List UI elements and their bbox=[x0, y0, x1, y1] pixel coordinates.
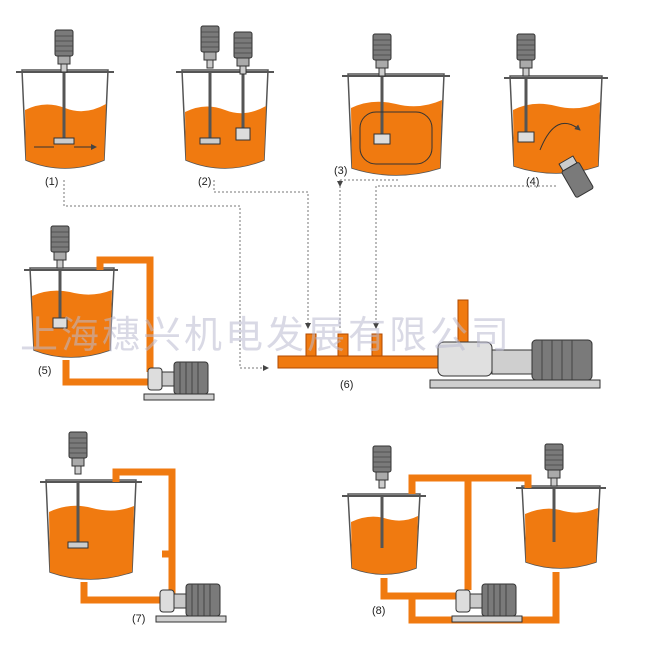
label-setup-1: (1) bbox=[45, 176, 58, 188]
label-setup-2: (2) bbox=[198, 176, 211, 188]
label-setup-7: (7) bbox=[132, 613, 145, 625]
setup-7-tank bbox=[40, 431, 227, 623]
label-setup-4: (4) bbox=[526, 176, 539, 188]
setup-8-dual-tank bbox=[342, 443, 606, 624]
dotted-connectors bbox=[63, 179, 556, 371]
label-setup-3: (3) bbox=[334, 165, 347, 177]
setup-4-tank bbox=[504, 33, 608, 198]
setup-1-tank bbox=[16, 29, 114, 169]
setup-3-tank bbox=[342, 33, 450, 176]
setup-5-tank bbox=[24, 225, 215, 401]
label-setup-8: (8) bbox=[372, 605, 385, 617]
company-watermark: 上海穗兴机电发展有限公司 bbox=[20, 313, 512, 357]
setup-6-inline-mixer bbox=[277, 299, 601, 389]
setup-2-tank bbox=[176, 25, 274, 169]
label-setup-6: (6) bbox=[340, 379, 353, 391]
label-setup-5: (5) bbox=[38, 365, 51, 377]
